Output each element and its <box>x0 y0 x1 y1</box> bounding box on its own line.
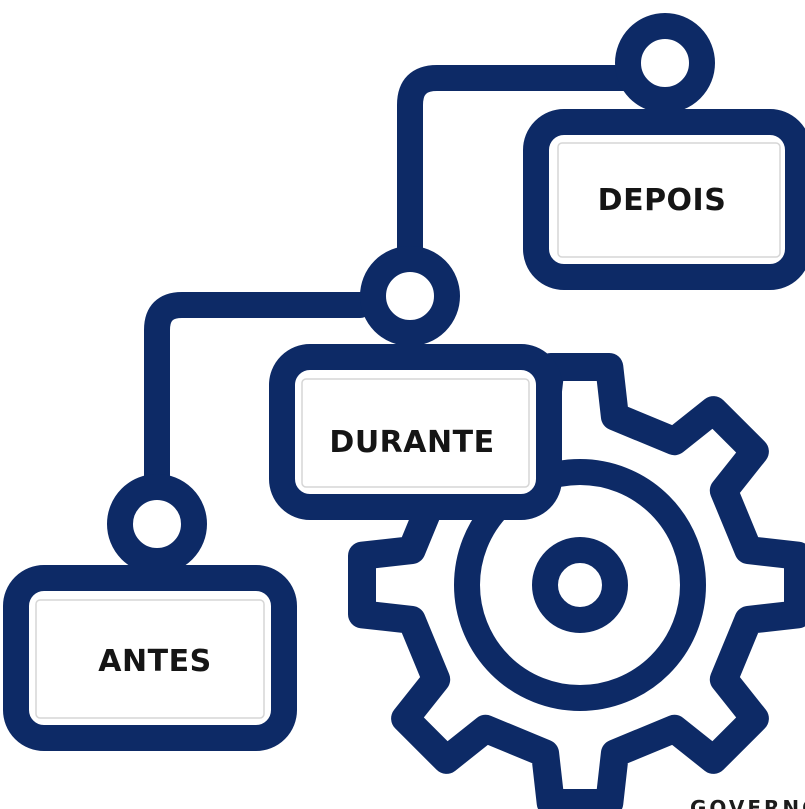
connector-lines <box>144 65 641 508</box>
stage-label-depois: DEPOIS <box>598 183 727 218</box>
stage-box-depois: DEPOIS <box>523 109 805 290</box>
gear-icon <box>348 353 805 809</box>
stage-box-depois-inner <box>557 142 781 258</box>
stage-label-durante: DURANTE <box>329 425 494 460</box>
stage-box-antes-frame <box>3 565 297 751</box>
stage-box-durante: DURANTE <box>269 344 562 520</box>
gear-outline <box>348 353 805 809</box>
stage-box-antes: ANTES <box>3 565 297 751</box>
stage-box-antes-inner <box>35 599 265 719</box>
node-durante <box>360 246 460 346</box>
stage-box-depois-frame <box>523 109 805 290</box>
connector-antes-durante <box>144 292 373 508</box>
node-depois <box>615 13 715 113</box>
connector-node-icon <box>107 13 715 574</box>
footer-text: GOVERNO <box>690 796 805 809</box>
stage-box-durante-inner <box>301 378 530 488</box>
connector-durante-depois <box>397 65 641 271</box>
gear-inner-ring <box>454 459 706 711</box>
gear-hub <box>532 537 628 633</box>
stage-label-antes: ANTES <box>98 644 211 679</box>
stage-box-durante-frame <box>269 344 562 520</box>
node-antes <box>107 474 207 574</box>
